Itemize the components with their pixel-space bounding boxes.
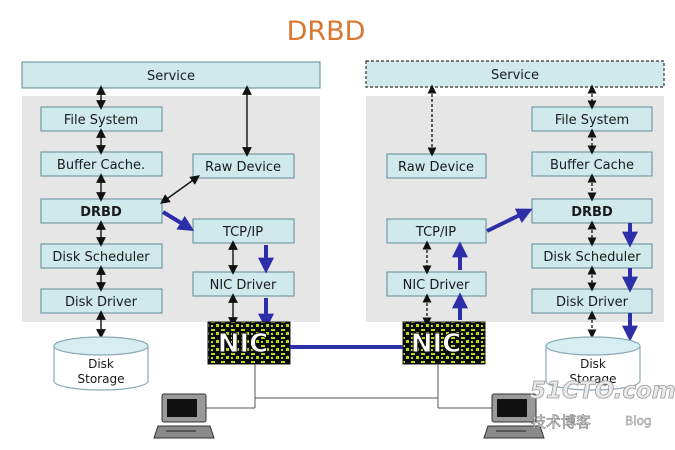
watermark-site: 51CTO.com bbox=[530, 378, 675, 404]
right-tcp-ip-box: TCP/IP bbox=[386, 218, 487, 244]
right-file-system-box: File System bbox=[531, 106, 653, 132]
left-disk-driver-label: Disk Driver bbox=[65, 295, 138, 310]
right-disk-storage-line2: Storage bbox=[570, 372, 617, 386]
right-disk-driver-label: Disk Driver bbox=[556, 295, 629, 310]
right-disk-scheduler-box: Disk Scheduler bbox=[531, 243, 653, 269]
left-replication-path bbox=[161, 210, 274, 330]
left-tcp-ip-box: TCP/IP bbox=[192, 218, 295, 244]
left-service-label: Service bbox=[147, 69, 195, 84]
diagram-title: DRBD bbox=[287, 16, 366, 47]
watermark-blog: Blog bbox=[625, 414, 652, 428]
right-disk-storage: Disk Storage bbox=[545, 336, 641, 391]
left-tcp-ip-label: TCP/IP bbox=[222, 225, 263, 240]
left-nic-driver-label: NIC Driver bbox=[210, 278, 277, 293]
left-nic-label: NIC bbox=[218, 329, 269, 359]
left-drbd-box: DRBD bbox=[40, 198, 163, 224]
left-drbd-label: DRBD bbox=[80, 205, 122, 220]
watermark-cn: 技术博客 bbox=[531, 413, 591, 431]
left-buffer-cache-label: Buffer Cache. bbox=[57, 158, 145, 173]
left-nic-driver-box: NIC Driver bbox=[192, 271, 295, 297]
right-disk-storage-line1: Disk bbox=[580, 357, 606, 371]
right-buffer-cache-box: Buffer Cache bbox=[531, 151, 653, 177]
right-nic-chip: NIC bbox=[402, 321, 486, 365]
right-service-box: Service bbox=[365, 60, 665, 88]
left-stack-arrows bbox=[96, 85, 252, 339]
left-disk-scheduler-label: Disk Scheduler bbox=[52, 250, 150, 265]
left-disk-scheduler-box: Disk Scheduler bbox=[40, 243, 163, 269]
right-raw-device-box: Raw Device bbox=[386, 153, 487, 179]
right-service-label: Service bbox=[491, 68, 539, 83]
watermark: 51CTO.com 技术博客 Blog bbox=[530, 378, 675, 432]
left-disk-storage-line2: Storage bbox=[78, 372, 125, 386]
left-disk-storage: Disk Storage bbox=[53, 336, 149, 391]
right-disk-scheduler-label: Disk Scheduler bbox=[543, 250, 641, 265]
left-raw-device-box: Raw Device bbox=[192, 153, 295, 179]
right-raw-device-label: Raw Device bbox=[398, 160, 474, 175]
right-replication-path bbox=[452, 208, 638, 342]
right-tcp-ip-label: TCP/IP bbox=[415, 225, 456, 240]
right-terminal-icon bbox=[483, 393, 545, 439]
right-nic-driver-box: NIC Driver bbox=[386, 271, 487, 297]
left-service-box: Service bbox=[21, 61, 321, 89]
right-nic-label: NIC bbox=[411, 329, 462, 359]
left-disk-storage-line1: Disk bbox=[88, 357, 114, 371]
right-nic-driver-label: NIC Driver bbox=[403, 278, 470, 293]
right-buffer-cache-label: Buffer Cache bbox=[550, 158, 634, 173]
lan-wiring bbox=[205, 364, 495, 409]
right-disk-driver-box: Disk Driver bbox=[531, 288, 653, 314]
left-file-system-box: File System bbox=[40, 106, 163, 132]
right-stack-arrows bbox=[422, 84, 597, 339]
left-file-system-label: File System bbox=[64, 113, 138, 128]
right-drbd-label: DRBD bbox=[571, 205, 613, 220]
left-terminal-icon bbox=[153, 393, 215, 439]
left-disk-driver-box: Disk Driver bbox=[40, 288, 163, 314]
left-buffer-cache-box: Buffer Cache. bbox=[40, 151, 163, 177]
left-nic-chip: NIC bbox=[207, 321, 291, 365]
right-file-system-label: File System bbox=[555, 113, 629, 128]
right-drbd-box: DRBD bbox=[531, 198, 653, 224]
left-raw-device-label: Raw Device bbox=[205, 160, 281, 175]
